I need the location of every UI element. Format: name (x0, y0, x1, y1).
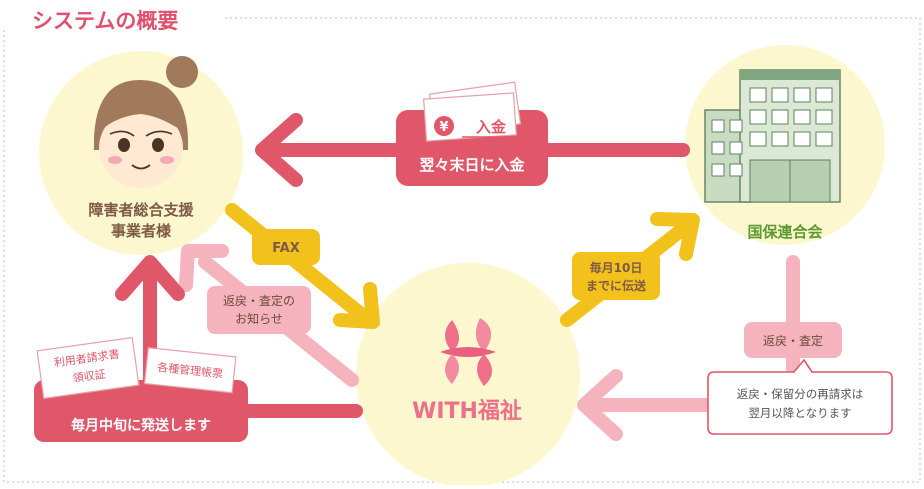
with-fukushi-logo-icon (440, 318, 496, 386)
yen-mark: ¥ (439, 120, 448, 135)
office-person-icon (93, 56, 198, 188)
payment-label: 翌々末日に入金 (419, 156, 525, 174)
payment-chip: ¥ 入金 翌々末日に入金 (396, 81, 548, 186)
return-notice-label-2: お知らせ (235, 312, 283, 326)
office-name-1: 障害者総合支援 (88, 201, 194, 219)
transmit-label-1: 毎月10日 (590, 260, 643, 275)
return-notice-arrow: 返戻・査定の お知らせ (179, 244, 359, 387)
yen-icon (434, 116, 454, 136)
building-icon (704, 69, 841, 203)
note-line-2: 翌月以降となります (748, 406, 851, 420)
fax-arrow: FAX (225, 203, 380, 329)
frame-border (3, 17, 921, 483)
deposit-slip: ¥ 入金 (423, 81, 522, 142)
deposit-label: 入金 (476, 118, 507, 136)
mailing-label: 毎月中旬に発送します (71, 417, 211, 434)
return-notice-label-1: 返戻・査定の (223, 293, 295, 308)
note-line-1: 返戻・保留分の再請求は (737, 387, 864, 401)
management-document: 各種管理帳票 (143, 347, 237, 394)
center-name: WITH福祉 (412, 399, 522, 424)
invoice-document: 利用者請求書 領収証 (36, 336, 140, 400)
transmit-label-2: までに伝送 (586, 278, 647, 293)
svg-text:領収証: 領収証 (72, 367, 107, 385)
mailing-arrow: 毎月中旬に発送します 利用者請求書 領収証 各種管理帳票 (34, 255, 363, 442)
return-assess-label: 返戻・査定 (763, 333, 823, 348)
note-callout: 返戻・保留分の再請求は 翌月以降となります (707, 358, 893, 435)
fax-label: FAX (272, 241, 299, 256)
federation-name: 国保連合会 (747, 223, 822, 241)
center-circle (356, 263, 580, 487)
svg-text:各種管理帳票: 各種管理帳票 (157, 360, 224, 381)
office-name-2: 事業者様 (111, 222, 172, 240)
page-title: システムの概要 (32, 9, 178, 33)
transmit-arrow: 毎月10日 までに伝送 (560, 212, 700, 327)
